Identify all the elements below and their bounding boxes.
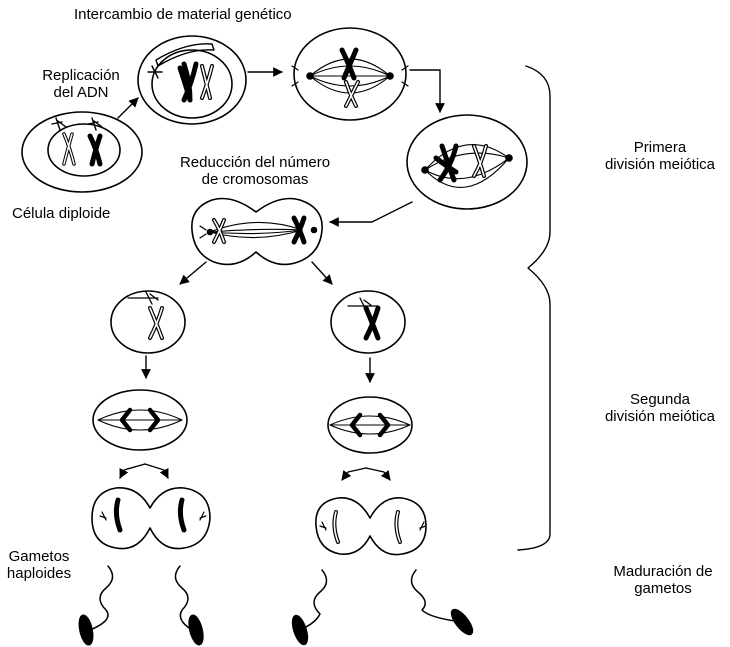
chromosome-light	[62, 132, 76, 166]
tetrad-light	[344, 80, 360, 108]
first-division-label: Primera división meiótica	[604, 139, 716, 173]
metaphase-one-cell	[406, 114, 528, 210]
centrioles	[51, 117, 103, 131]
genetic-exchange-label: Intercambio de material genético	[74, 6, 292, 23]
replication-cell	[137, 35, 247, 125]
crossing-over-cell	[291, 27, 409, 121]
replicated-chromosomes-light	[200, 64, 214, 100]
arrows	[117, 67, 445, 481]
dna-replication-label: Replicación del ADN	[42, 67, 120, 101]
diploid-cell-label: Célula diploide	[12, 205, 111, 222]
anaphase-one-cell	[191, 197, 323, 266]
left-prophase-two-cell	[110, 290, 186, 354]
chromosome-dark	[87, 133, 103, 167]
left-metaphase-two-cell	[92, 389, 188, 451]
division-brackets	[517, 65, 551, 551]
replicated-chromosomes-dark	[177, 61, 199, 103]
haploid-gametes-label: Gametos haploides	[6, 548, 72, 582]
right-telophase-two-cell	[315, 497, 427, 556]
chromosome-reduction-label: Reducción del número de cromosomas	[179, 154, 331, 188]
tetrad-dark	[339, 47, 359, 81]
diploid-cell	[21, 111, 143, 193]
gamete-maturation-label: Maduración de gametos	[613, 563, 713, 597]
right-metaphase-two-cell	[327, 396, 413, 454]
left-telophase-two-cell	[91, 487, 211, 550]
sperm-cells	[78, 565, 474, 646]
second-division-label: Segunda división meiótica	[604, 391, 716, 425]
right-prophase-two-cell	[330, 290, 406, 354]
